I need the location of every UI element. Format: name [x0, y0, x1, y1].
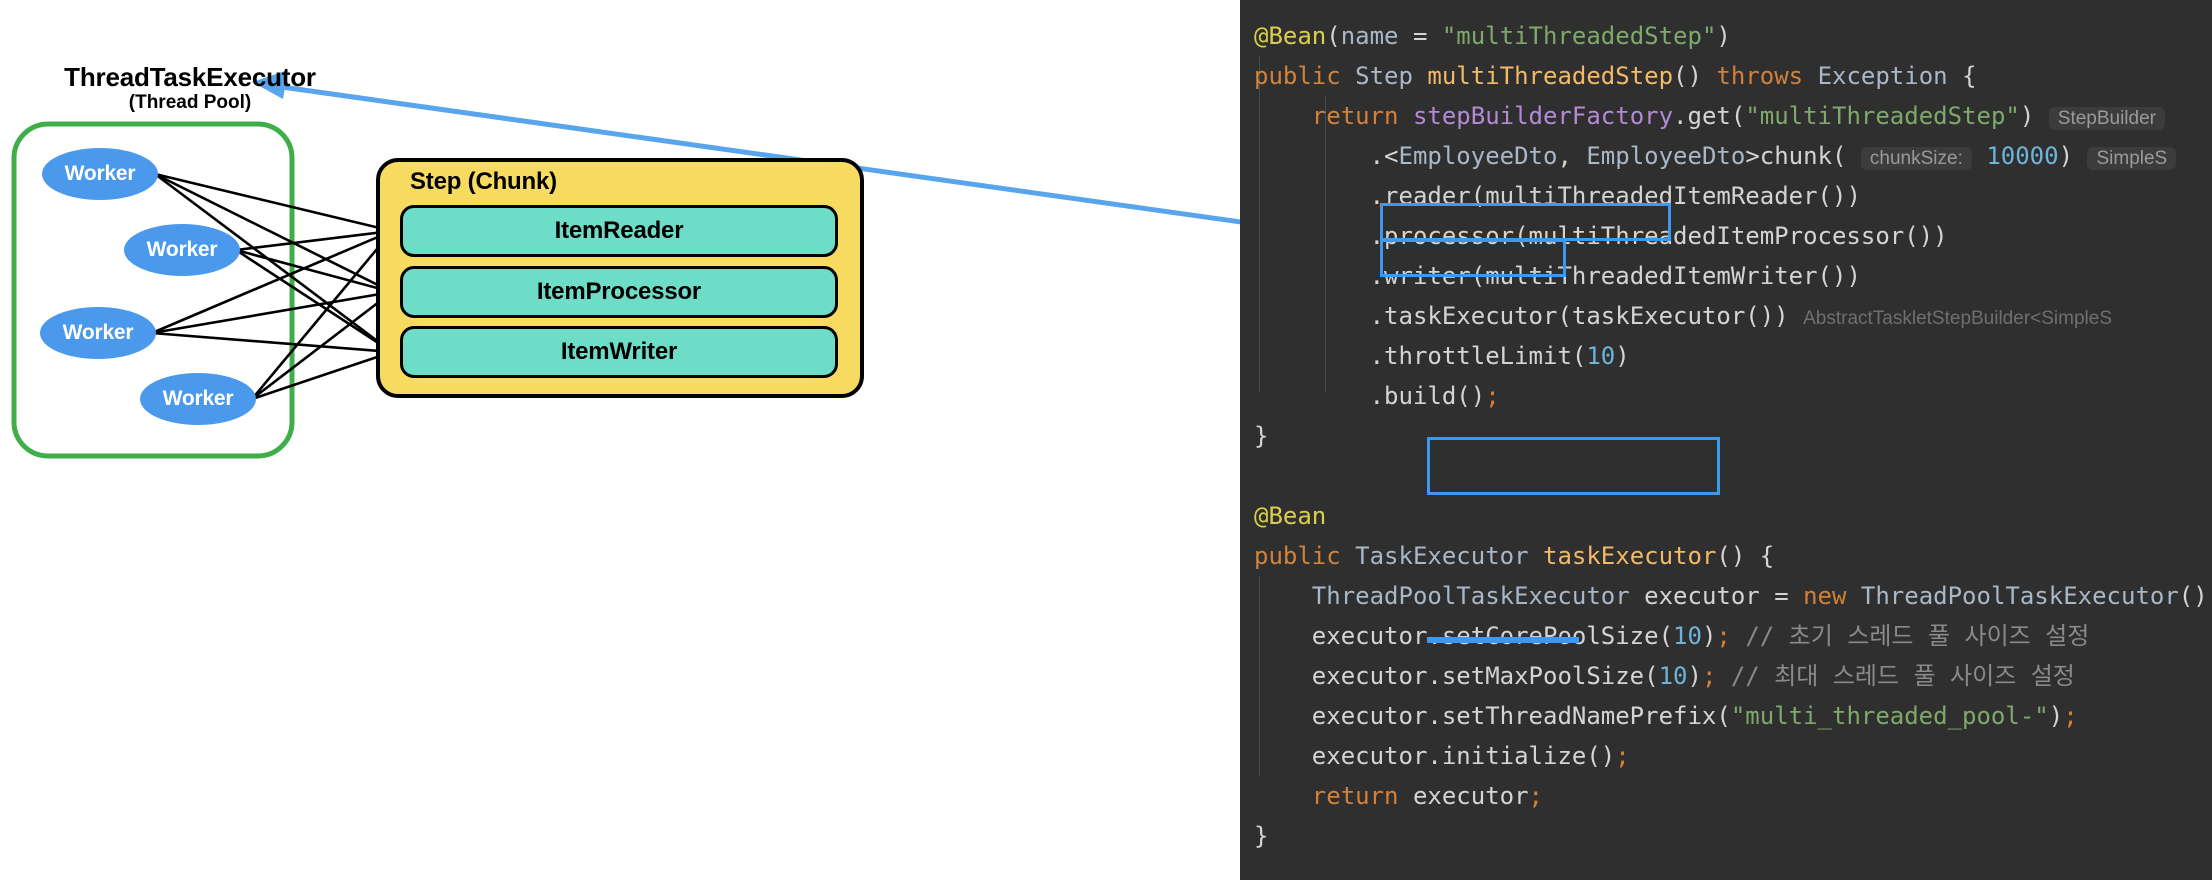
code-line-blank [1240, 456, 2212, 496]
comment-max-pool: // 최대 스레드 풀 사이즈 설정 [1730, 662, 2075, 690]
code-line-task-executor: .taskExecutor(taskExecutor()) AbstractTa… [1369, 302, 2112, 330]
step-chunk-title: Step (Chunk) [410, 168, 557, 195]
code-line-max-pool-size: executor.setMaxPoolSize(10); // 최대 스레드 풀… [1311, 662, 2075, 690]
worker-node-1[interactable]: Worker [42, 148, 158, 200]
code-line: ThreadPoolTaskExecutor executor = new Th… [1311, 582, 2212, 610]
code-line: } [1254, 822, 1269, 850]
item-processor-label: ItemProcessor [536, 278, 702, 305]
inlay-hint-step-builder: StepBuilder [2048, 107, 2165, 130]
thread-pool-diagram: ThreadTaskExecutor (Thread Pool) Worker … [11, 62, 1240, 459]
thread-pool-border [11, 121, 295, 459]
code-line: executor.setThreadNamePrefix("multi_thre… [1311, 702, 2078, 730]
code-content: @Bean(name = "multiThreadedStep") public… [1240, 0, 2212, 856]
code-line-core-pool-size: executor.setCorePoolSize(10); // 초기 스레드 … [1311, 622, 2090, 650]
code-line: public TaskExecutor taskExecutor() { [1254, 542, 1775, 570]
code-line: @Bean(name = "multiThreadedStep") [1254, 22, 1731, 50]
comment-core-pool: // 초기 스레드 풀 사이즈 설정 [1745, 622, 2090, 650]
code-line: .build(); [1369, 382, 1500, 410]
item-writer-label: ItemWriter [560, 338, 678, 365]
thread-pool-subtitle: (Thread Pool) [128, 92, 252, 113]
code-line: return executor; [1311, 782, 1543, 810]
worker-node-4[interactable]: Worker [140, 373, 256, 425]
worker-node-2[interactable]: Worker [124, 224, 240, 276]
diagram-canvas [11, 70, 1240, 459]
code-line: @Bean [1254, 502, 1327, 530]
code-line: .processor(multiThreadedItemProcessor()) [1369, 222, 1948, 250]
code-line: } [1254, 422, 1269, 450]
indent-guide [1325, 96, 1326, 392]
code-line: return stepBuilderFactory.get("multiThre… [1240, 96, 2212, 136]
inlay-hint-simple-s: SimpleS [2087, 147, 2177, 170]
item-reader-label: ItemReader [554, 217, 684, 244]
worker-node-3[interactable]: Worker [40, 307, 156, 359]
code-line: .<EmployeeDto, EmployeeDto>chunk( chunkS… [1240, 136, 2212, 176]
code-line: executor.initialize(); [1311, 742, 1630, 770]
worker-to-step-lines [151, 172, 393, 401]
worker-label: Worker [162, 387, 234, 410]
inlay-hint-chunk-size: chunkSize: [1860, 147, 1972, 170]
code-line: .writer(multiThreadedItemWriter()) [1369, 262, 1861, 290]
chunk-size-value: 10000 [1986, 142, 2059, 170]
worker-label: Worker [146, 238, 218, 261]
indent-guide [1259, 56, 1260, 392]
item-reader-box[interactable]: ItemReader [400, 205, 838, 257]
worker-label: Worker [62, 321, 134, 344]
item-processor-box[interactable]: ItemProcessor [400, 266, 838, 318]
code-to-title-arrow [252, 70, 1240, 225]
code-editor-panel[interactable]: @Bean(name = "multiThreadedStep") public… [1240, 0, 2212, 880]
inlay-hint-abstract-tasklet: AbstractTaskletStepBuilder<SimpleS [1803, 308, 2112, 329]
code-line-throttle-limit: .throttleLimit(10) [1369, 342, 1630, 370]
worker-label: Worker [64, 162, 136, 185]
code-line: public Step multiThreadedStep() throws E… [1254, 62, 1977, 90]
thread-pool-title: ThreadTaskExecutor [64, 62, 316, 92]
indent-guide [1259, 576, 1260, 776]
item-writer-box[interactable]: ItemWriter [400, 326, 838, 378]
code-line: .reader(multiThreadedItemReader()) [1369, 182, 1861, 210]
